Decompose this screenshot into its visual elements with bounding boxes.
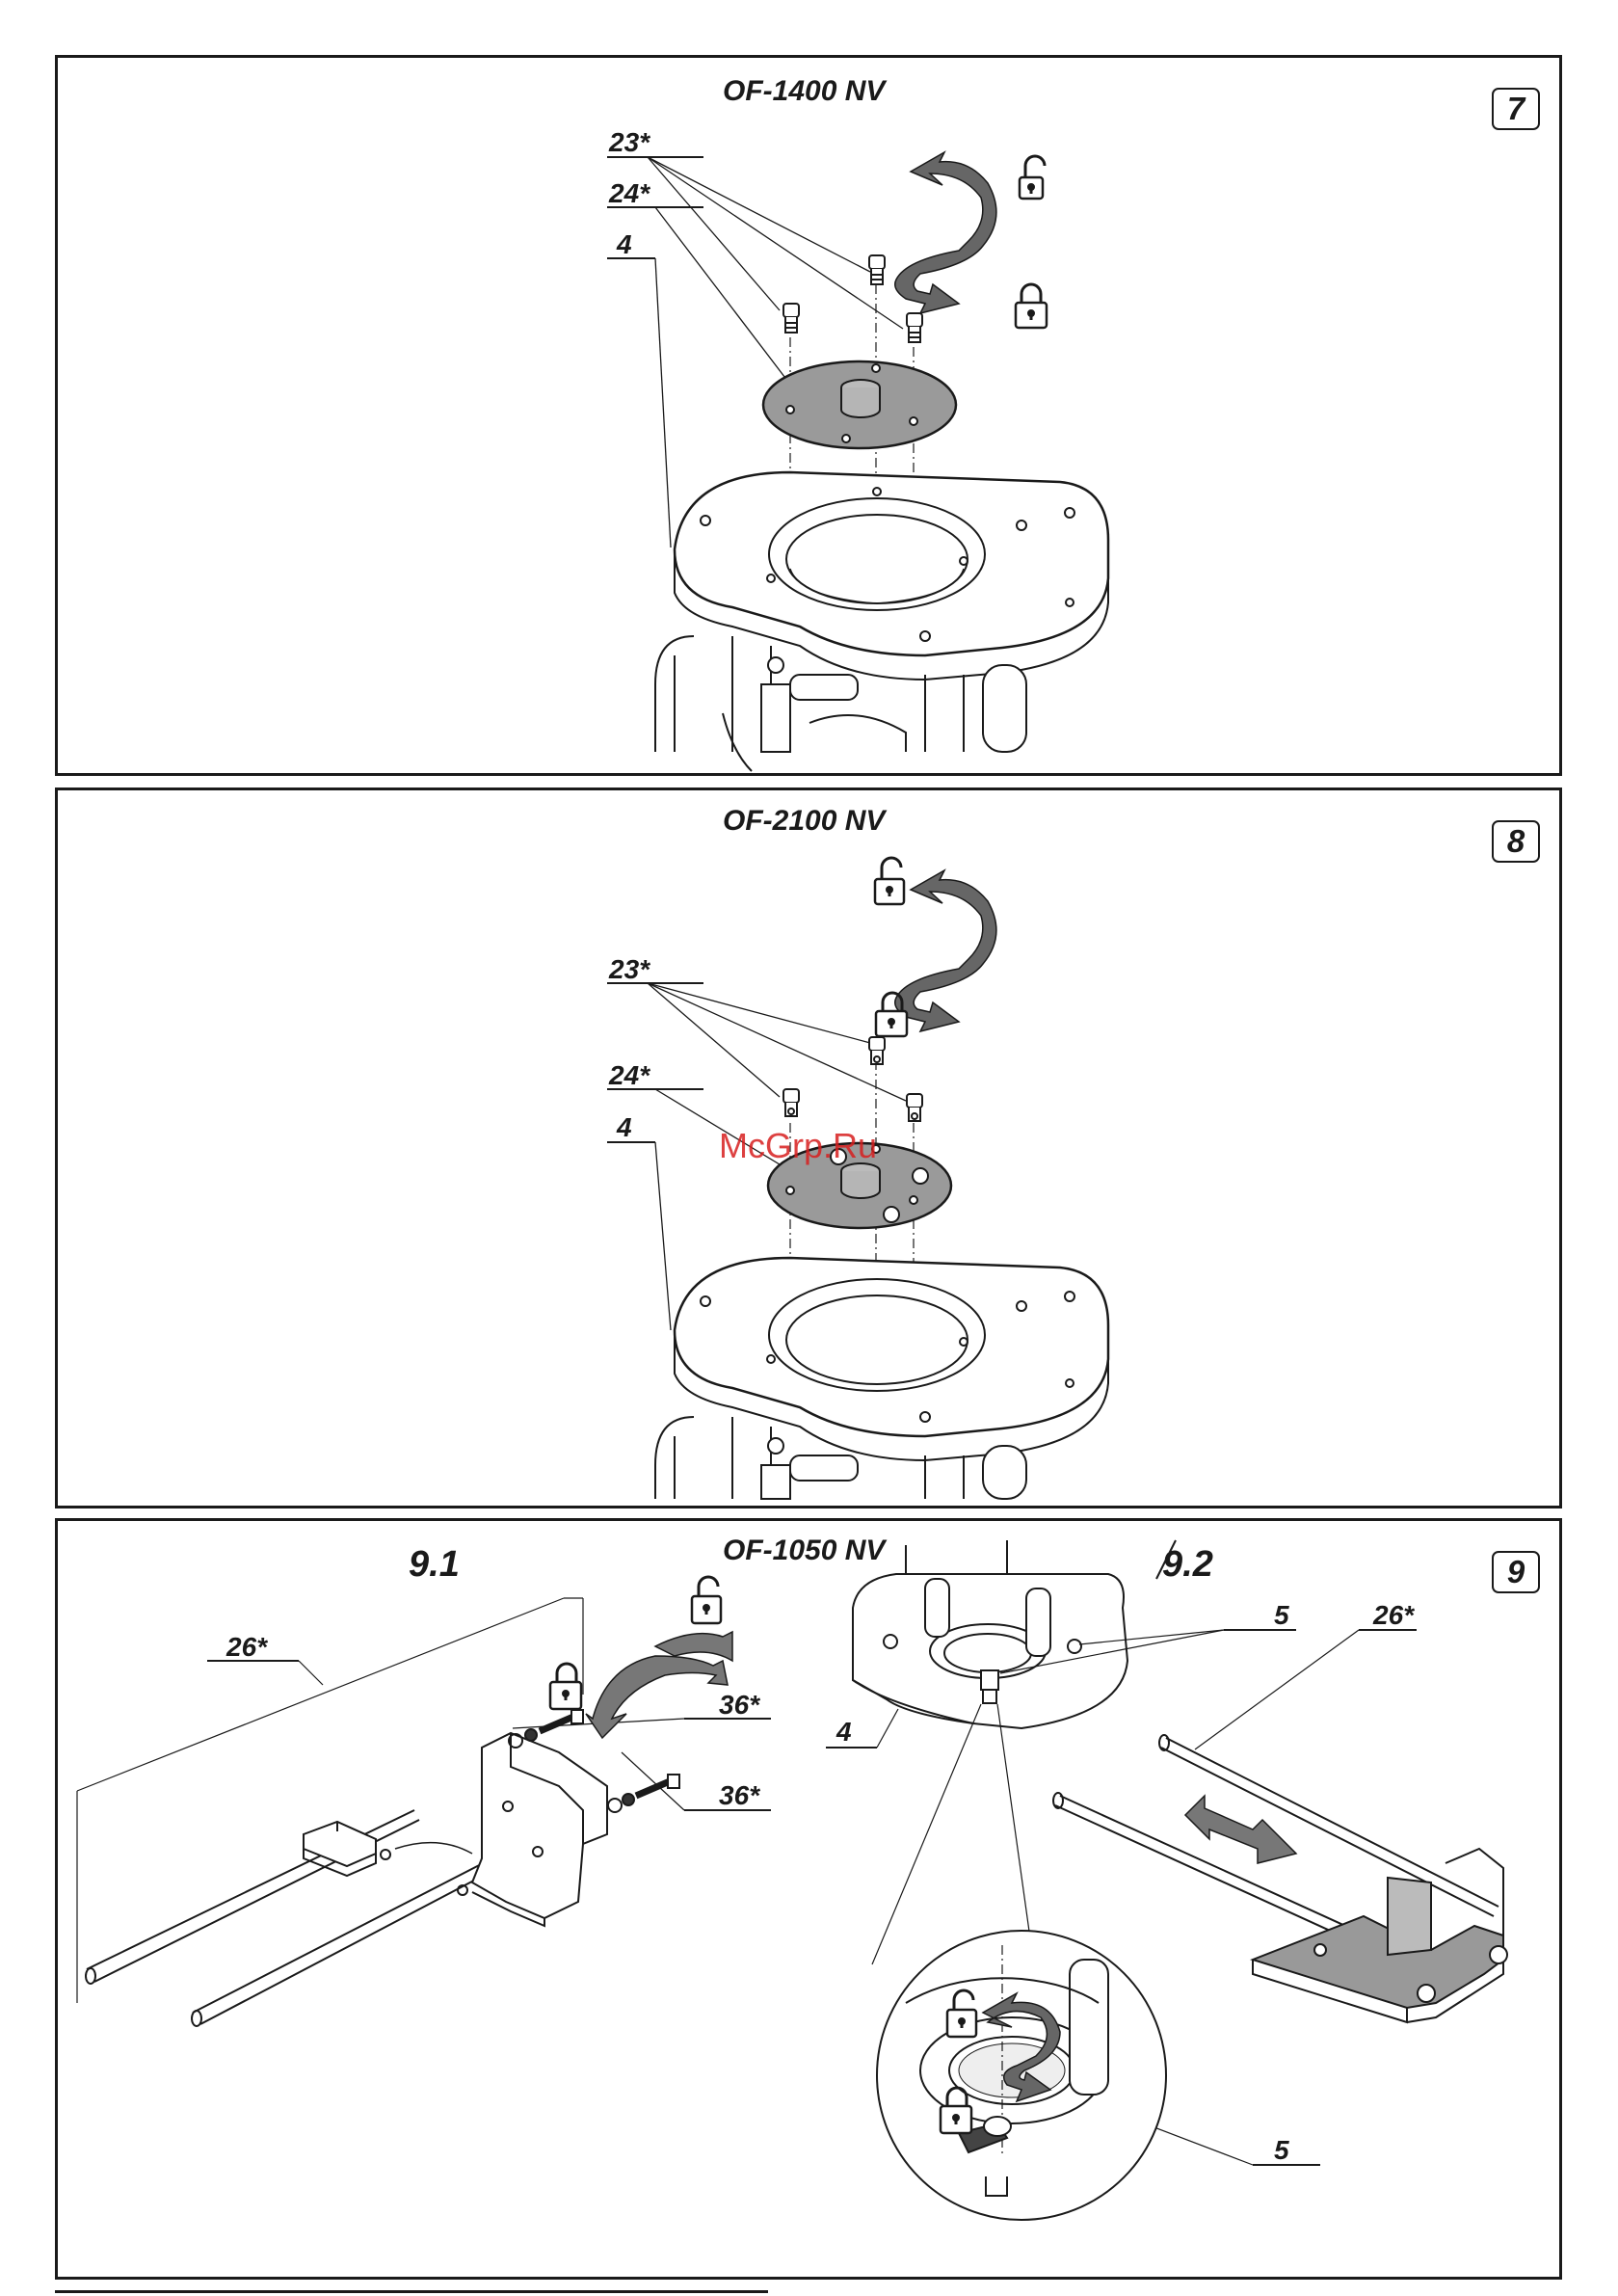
rotate-arrow-icon [895,870,996,1031]
callout-36-lower: 36* [719,1780,760,1810]
rotate-arrow-icon [586,1656,728,1738]
callout-26-left: 26* [225,1632,268,1662]
callout-36-upper: 36* [719,1690,760,1720]
lock-closed-icon [876,993,907,1036]
callout-5-upper: 5 [1274,1600,1289,1630]
screw-icon [783,304,799,333]
callout-26-right: 26* [1372,1600,1415,1630]
double-arrow-icon [1185,1796,1296,1863]
parallel-guide-fence [1253,1916,1503,2008]
figure-7-drawing: 23* 24* 4 [58,58,1559,773]
callout-24: 24* [608,178,650,208]
watermark: McGrp.Ru [719,1126,877,1166]
callout-4: 4 [616,229,632,259]
callout-23: 23* [608,127,650,157]
lock-open-icon [875,858,904,904]
footer-rule [55,2290,768,2293]
callout-4: 4 [836,1717,852,1747]
callout-4: 4 [616,1112,632,1142]
lock-open-icon [1020,156,1045,199]
lock-closed-icon [1016,284,1047,328]
rotate-arrow-icon [895,152,996,313]
callout-23: 23* [608,954,650,984]
callout-24: 24* [608,1060,650,1090]
figure-9-panel: OF-1050 NV 9 9.1 9.2 [55,1518,1562,2280]
figure-7-panel: OF-1400 NV 7 [55,55,1562,776]
callout-5-lower: 5 [1274,2135,1289,2165]
figure-9-drawing: 26* 36* 36* 5 26* 4 5 [58,1521,1559,2277]
lock-closed-icon [550,1664,581,1709]
lock-open-icon [692,1577,721,1623]
